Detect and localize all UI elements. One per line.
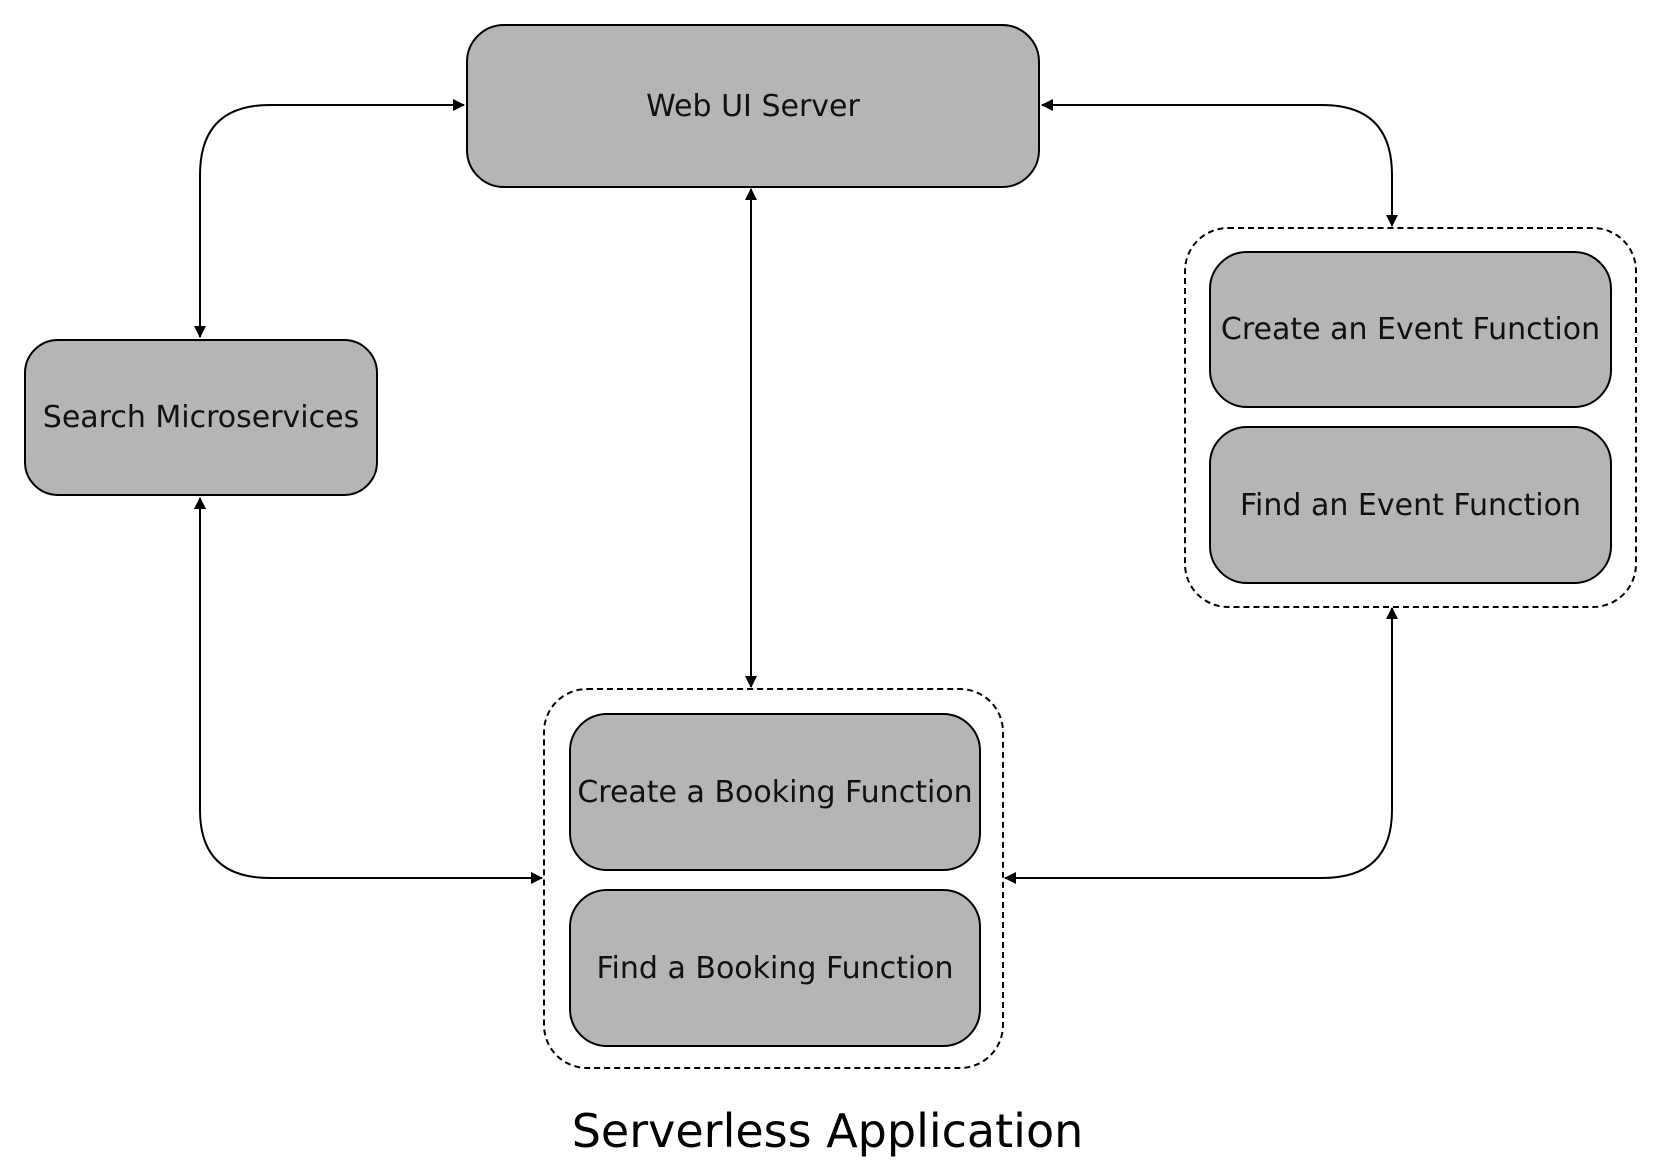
connector-search-bookings <box>194 497 543 884</box>
search-microservices-node: Search Microservices <box>24 339 378 496</box>
create-event-function-node: Create an Event Function <box>1209 251 1612 408</box>
find-booking-function-node: Find a Booking Function <box>569 889 981 1047</box>
create-booking-function-node: Create a Booking Function <box>569 713 981 871</box>
find-event-function-node: Find an Event Function <box>1209 426 1612 584</box>
event-functions-group <box>1184 227 1637 608</box>
booking-functions-group <box>543 688 1004 1069</box>
connector-web-search <box>194 99 465 338</box>
connector-events-bookings <box>1004 607 1398 884</box>
connector-web-events <box>1041 99 1398 227</box>
diagram-caption: Serverless Application <box>571 1104 1084 1158</box>
web-ui-server-node: Web UI Server <box>466 24 1040 188</box>
